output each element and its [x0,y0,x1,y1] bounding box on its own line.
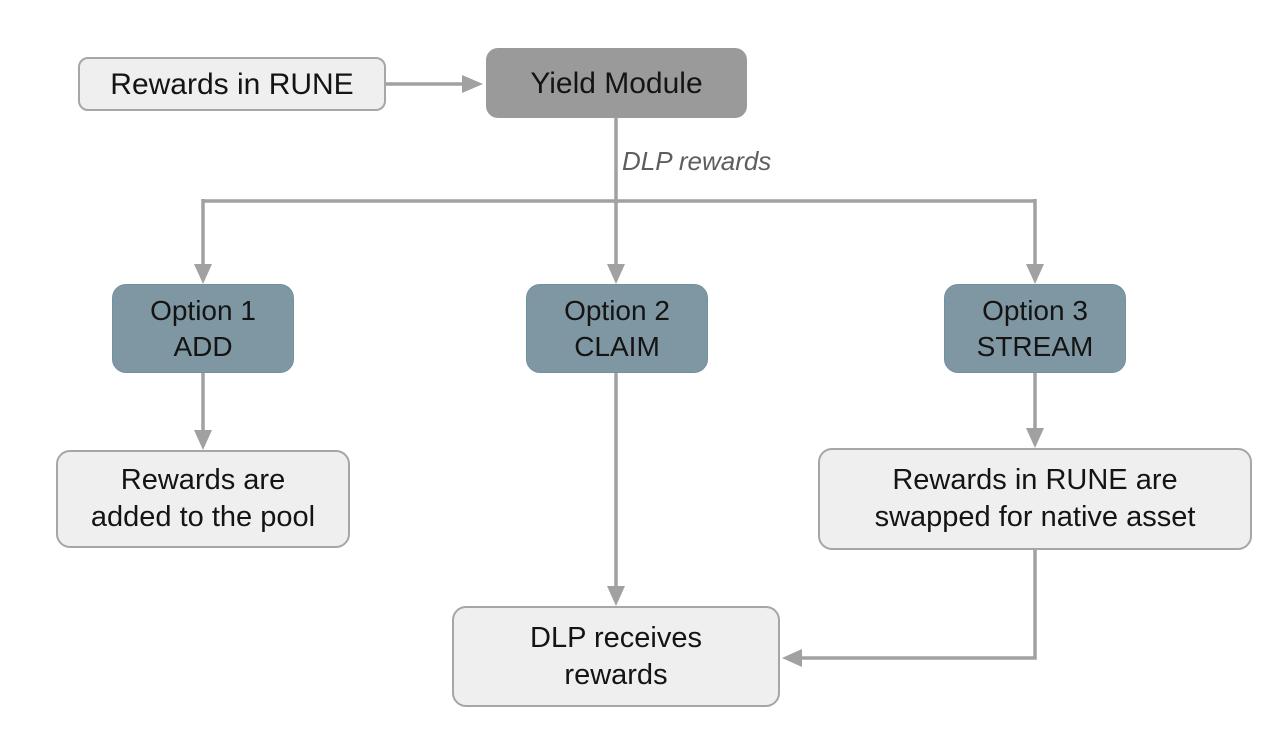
node-rewards-added-line1: Rewards are [120,464,286,496]
connector-swapped-to-dlp [782,550,1037,667]
node-yield-module-label: Yield Module [530,66,703,100]
arrowhead-down [1026,264,1044,284]
node-rewards-in-rune: Rewards in RUNE [78,57,386,111]
arrowhead-right [462,75,483,93]
arrowhead-down [607,586,625,606]
node-rewards-added-to-pool: Rewards are added to the pool [56,450,350,548]
node-rewards-added-line2: added to the pool [90,501,316,533]
arrowhead-down [194,430,212,450]
dlp-rewards-annotation: DLP rewards [622,146,772,176]
node-yield-module: Yield Module [486,48,747,118]
node-option-3-title: Option 3 [982,294,1088,326]
node-rune-swapped: Rewards in RUNE are swapped for native a… [818,448,1252,550]
node-rewards-in-rune-label: Rewards in RUNE [110,67,354,101]
node-option-2-title: Option 2 [564,294,670,326]
connector-option1-to-added [194,373,212,450]
node-option-1-add: Option 1 ADD [112,284,294,373]
node-option-3-stream: Option 3 STREAM [944,284,1126,373]
node-dlp-receives-rewards: DLP receives rewards [452,606,780,707]
arrowhead-down [607,264,625,284]
arrowhead-down [1026,428,1044,448]
node-dlp-receives-line2: rewards [564,658,668,691]
connector-yield-branch-tree [194,118,1044,284]
arrowhead-left [782,649,802,667]
node-option-1-action: ADD [173,330,233,362]
connector-line [801,550,1037,660]
connector-option3-to-swapped [1026,373,1044,448]
node-rune-swapped-line2: swapped for native asset [874,501,1196,533]
arrowhead-down [194,264,212,284]
node-option-3-action: STREAM [976,330,1094,362]
connector-option2-to-dlp [607,373,625,606]
node-option-1-title: Option 1 [150,294,256,326]
node-rune-swapped-line1: Rewards in RUNE are [892,464,1178,496]
node-option-2-action: CLAIM [574,330,660,362]
connector-rune-to-yield [386,75,483,93]
node-dlp-receives-line1: DLP receives [530,621,702,654]
node-option-2-claim: Option 2 CLAIM [526,284,708,373]
